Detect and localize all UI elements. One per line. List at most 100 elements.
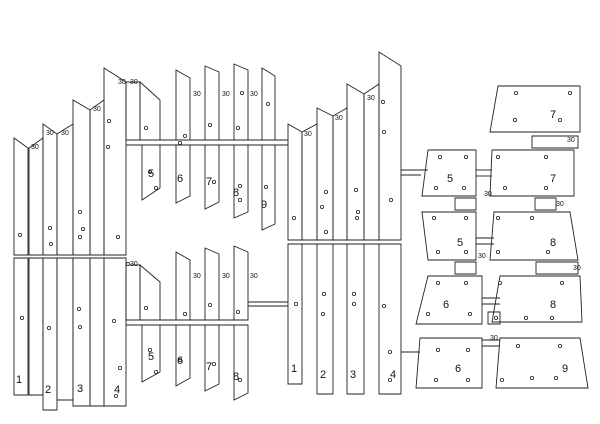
mounting-hole	[116, 234, 121, 239]
mounting-hole	[546, 249, 551, 254]
board-3b-lower	[89, 257, 105, 407]
mounting-hole	[554, 375, 559, 380]
mounting-hole	[78, 234, 83, 239]
fin-a-label-7: 7	[206, 176, 212, 188]
panel-label-5a: 5	[447, 173, 453, 185]
mounting-hole	[211, 361, 216, 366]
mounting-hole	[207, 302, 212, 307]
mounting-hole	[235, 309, 240, 314]
board-b1-upper	[287, 123, 303, 241]
panel-label-6a: 6	[443, 299, 449, 311]
panel-5b-tab	[454, 261, 477, 275]
mounting-hole	[530, 215, 535, 220]
panel-7-top	[489, 85, 581, 133]
mounting-hole	[388, 197, 393, 202]
board-b-label-2: 2	[320, 369, 326, 381]
panel-label-5b: 5	[457, 237, 463, 249]
mounting-hole	[48, 225, 53, 230]
mounting-hole	[463, 154, 468, 159]
mounting-hole	[293, 301, 298, 306]
mounting-hole	[351, 291, 356, 296]
mounting-hole	[465, 347, 470, 352]
outline-layer	[13, 51, 589, 411]
fin-a-6-root	[175, 69, 191, 141]
mounting-hole	[49, 241, 54, 246]
board-2b-upper	[56, 123, 74, 256]
mounting-hole	[461, 185, 466, 190]
panel-5a-tab	[454, 197, 477, 211]
fin-a-label-6: 6	[177, 173, 183, 185]
mounting-hole	[114, 393, 119, 398]
board-b1b-upper	[301, 123, 318, 241]
fin-a-8-blade	[233, 144, 249, 219]
mounting-hole	[153, 369, 158, 374]
mounting-hole	[530, 375, 535, 380]
mounting-hole	[354, 215, 359, 220]
fin-b-8-root	[233, 245, 249, 321]
mounting-hole	[239, 91, 244, 96]
board-1b-upper	[28, 137, 44, 256]
mounting-hole	[463, 280, 468, 285]
mounting-hole	[207, 123, 212, 128]
dimension-label: 30	[490, 335, 498, 342]
board-b2b-upper	[332, 107, 348, 241]
panel-6a	[415, 275, 483, 325]
mounting-hole	[78, 324, 83, 329]
panel-5a	[421, 149, 477, 197]
panel-label-7a: 7	[550, 109, 556, 121]
mounting-hole	[320, 311, 325, 316]
mounting-hole	[211, 179, 216, 184]
dimension-label: 30	[335, 115, 343, 122]
mounting-hole	[495, 215, 500, 220]
mounting-hole	[437, 154, 442, 159]
dimension-label: 30	[567, 137, 575, 144]
fin-a-5-root	[125, 81, 141, 141]
panel-7b	[489, 149, 575, 197]
mounting-hole	[435, 280, 440, 285]
mounting-hole	[380, 100, 385, 105]
hole-layer	[17, 91, 573, 398]
mounting-hole	[77, 306, 82, 311]
fin-a-label-9: 9	[261, 199, 267, 211]
board-b3b-upper	[363, 83, 380, 241]
fin-b-label-7: 7	[206, 361, 212, 373]
mounting-hole	[355, 209, 360, 214]
dimension-label: 30	[130, 79, 138, 86]
mounting-hole	[502, 185, 507, 190]
board-1b-lower	[28, 257, 44, 396]
mounting-hole	[558, 343, 563, 348]
dimension-label: 30	[250, 91, 258, 98]
mounting-hole	[323, 229, 328, 234]
mounting-hole	[463, 249, 468, 254]
board-label-4: 4	[114, 384, 120, 396]
dimension-label: 30	[573, 265, 581, 272]
fin-a-7-root	[204, 65, 220, 141]
panel-8a	[489, 211, 579, 261]
board-b3-upper	[346, 83, 365, 241]
fin-b-label-5: 5	[148, 351, 154, 363]
mounting-hole	[544, 154, 549, 159]
board-b2-upper	[316, 107, 334, 241]
board-label-1: 1	[16, 374, 22, 386]
fin-b-5-root	[125, 264, 141, 321]
mounting-hole	[497, 280, 502, 285]
mounting-hole	[381, 129, 386, 134]
dimension-label: 30	[46, 130, 54, 137]
mounting-hole	[17, 232, 22, 237]
dimension-label: 30	[304, 131, 312, 138]
fin-a-label-5: 5	[148, 168, 154, 180]
fin-b-label-8: 8	[233, 371, 239, 383]
dimension-label: 30	[193, 91, 201, 98]
mounting-hole	[433, 377, 438, 382]
fin-b-6-root	[175, 251, 191, 321]
mounting-hole	[353, 187, 358, 192]
panel-8a-tab	[535, 261, 579, 275]
dimension-label: 30	[222, 91, 230, 98]
mounting-hole	[558, 118, 563, 123]
fin-b-7-root	[204, 247, 220, 321]
mounting-hole	[323, 189, 328, 194]
fin-a-5-taper	[139, 80, 161, 141]
mounting-hole	[19, 315, 24, 320]
board-1-upper	[13, 137, 29, 256]
